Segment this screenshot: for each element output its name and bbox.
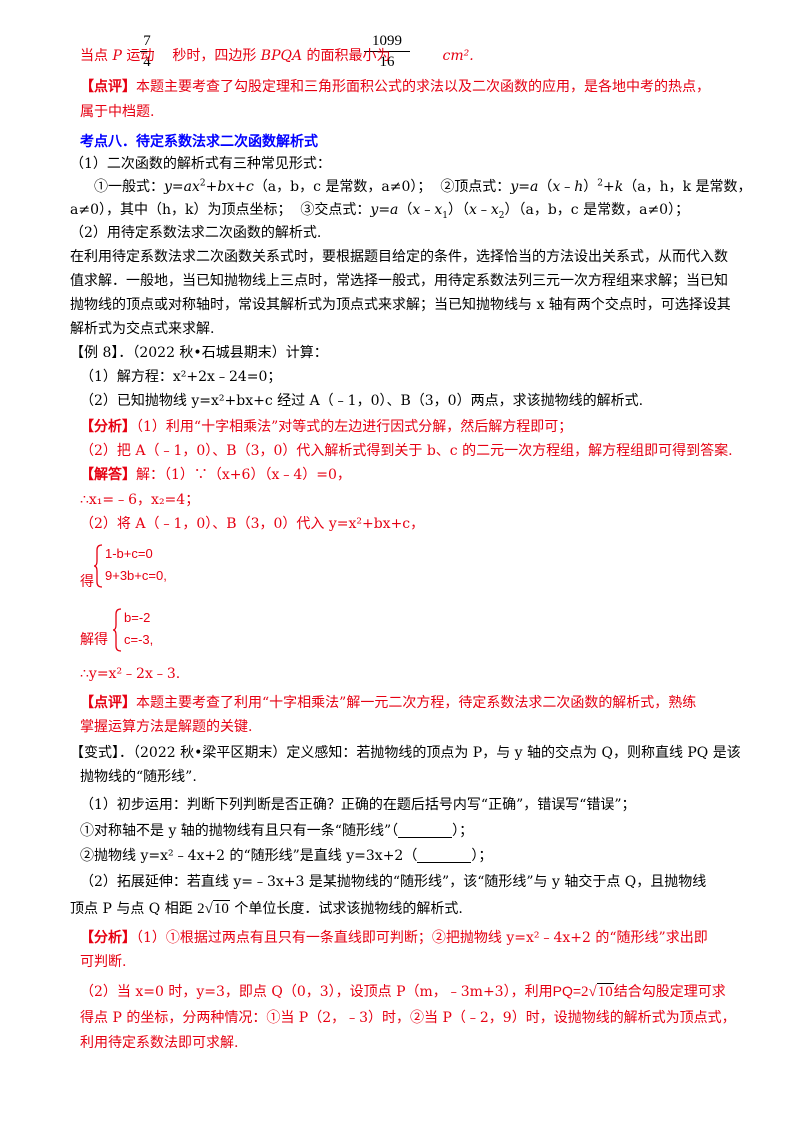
question-line: ①对称轴不是 y 轴的抛物线有且只有一条“随形线”（）； bbox=[80, 823, 474, 839]
formula-line: a≠0），其中（h，k）为顶点坐标； ③交点式：y=a（x﹣x1）（x﹣x2）（… bbox=[70, 202, 690, 221]
answer-blank[interactable] bbox=[417, 848, 472, 863]
question-line: 顶点 P 与点 Q 相距 2√10 个单位长度．试求该抛物线的解析式. bbox=[70, 900, 463, 917]
paragraph-line: 在利用待定系数法求二次函数关系式时，要根据题目给定的条件，选择恰当的方法设出关系… bbox=[70, 249, 728, 265]
paragraph-line: 值求解．一般地，当已知抛物线上三点时，常选择一般式，用待定系数法列三元一次方程组… bbox=[70, 273, 728, 289]
left-brace-icon bbox=[93, 544, 103, 588]
comment-block: 【点评】本题主要考查了勾股定理和三角形面积公式的求法以及二次函数的应用，是各地中… bbox=[80, 79, 710, 95]
analysis-block: 【分析】（1）①根据过两点有且只有一条直线即可判断；②把抛物线 y=x²﹣4x+… bbox=[80, 930, 708, 946]
analysis-line: 可判断. bbox=[80, 954, 127, 970]
solution-line: ∴x₁=﹣6，x₂=4； bbox=[80, 492, 200, 508]
solution-block: 【解答】解：（1）∵（x+6）（x﹣4）=0， bbox=[80, 467, 351, 483]
paragraph-line: 解析式为交点式来求解. bbox=[70, 321, 215, 337]
sqrt-expression: 2√10 bbox=[581, 983, 614, 1000]
question-line: 抛物线的“随形线”. bbox=[80, 769, 197, 785]
formula-line: ①一般式：y=ax2+bx+c（a，b，c 是常数，a≠0）； ②顶点式：y=a… bbox=[94, 178, 752, 195]
fraction-area: 1099 16 bbox=[364, 32, 410, 71]
paragraph-line: 抛物线的顶点或对称轴时，常设其解析式为顶点式来求解；当已知抛物线与 x 轴有两个… bbox=[70, 297, 731, 313]
equation-system: b=-2 c=-3, bbox=[112, 608, 192, 652]
sqrt-expression: 2√10 bbox=[197, 900, 230, 917]
comment-continuation: 掌握运算方法是解题的关键. bbox=[80, 719, 253, 735]
analysis-line: （2）当 x=0 时，y=3，即点 Q（0，3），设顶点 P（m，﹣3m+3），… bbox=[80, 983, 726, 1000]
question-line: （1）解方程：x²+2x﹣24=0； bbox=[80, 369, 282, 385]
solution-line: ∴y=x²﹣2x﹣3. bbox=[80, 666, 181, 682]
analysis-block: 【分析】（1）利用“十字相乘法”对等式的左边进行因式分解，然后解方程即可； bbox=[80, 419, 573, 435]
section-heading: 考点八．待定系数法求二次函数解析式 bbox=[80, 134, 318, 150]
fraction-numerator: 1099 bbox=[372, 33, 402, 49]
fraction-denominator: 4 bbox=[143, 54, 151, 70]
variant-title: 【变式】．（2022 秋•梁平区期末）定义感知：若抛物线的顶点为 P，与 y 轴… bbox=[70, 745, 741, 761]
system-prefix: 得 bbox=[80, 574, 94, 590]
solution-line: （2）将 A（﹣1，0）、B（3，0）代入 y=x²+bx+c， bbox=[80, 516, 425, 532]
analysis-line: 利用待定系数法即可求解. bbox=[80, 1035, 239, 1051]
equation-system: 1-b+c=0 9+3b+c=0, bbox=[93, 544, 203, 588]
answer-blank[interactable] bbox=[398, 823, 453, 838]
question-line: （1）初步运用：判断下列判断是否正确？正确的在题后括号内写“正确”，错误写“错误… bbox=[80, 797, 636, 813]
left-brace-icon bbox=[112, 608, 122, 652]
question-line: （2）拓展延伸：若直线 y=﹣3x+3 是某抛物线的“随形线”，该“随形线”与 … bbox=[80, 874, 707, 890]
question-line: ②抛物线 y=x²﹣4x+2 的“随形线”是直线 y=3x+2（）； bbox=[80, 848, 493, 864]
comment-continuation: 属于中档题. bbox=[80, 104, 155, 120]
system-prefix: 解得 bbox=[80, 632, 108, 648]
analysis-line: （2）把 A（﹣1，0）、B（3，0）代入解析式得到关于 b、c 的二元一次方程… bbox=[80, 443, 733, 459]
example-title: 【例 8】．（2022 秋•石城县期末）计算： bbox=[70, 345, 328, 361]
fraction-numerator: 7 bbox=[143, 33, 151, 49]
paragraph-line: （2）用待定系数法求二次函数的解析式. bbox=[70, 225, 322, 241]
fraction-seven-fourths: 7 4 bbox=[140, 32, 154, 71]
paragraph-line: （1）二次函数的解析式有三种常见形式： bbox=[70, 156, 331, 172]
analysis-line: 得点 P 的坐标，分两种情况：①当 P（2，﹣3）时，②当 P（﹣2，9）时，设… bbox=[80, 1010, 736, 1026]
fraction-denominator: 16 bbox=[379, 54, 395, 70]
comment-block: 【点评】本题主要考查了利用“十字相乘法”解一元二次方程，待定系数法求二次函数的解… bbox=[80, 695, 697, 711]
question-line: （2）已知抛物线 y=x²+bx+c 经过 A（﹣1，0）、B（3，0）两点，求… bbox=[80, 393, 644, 409]
